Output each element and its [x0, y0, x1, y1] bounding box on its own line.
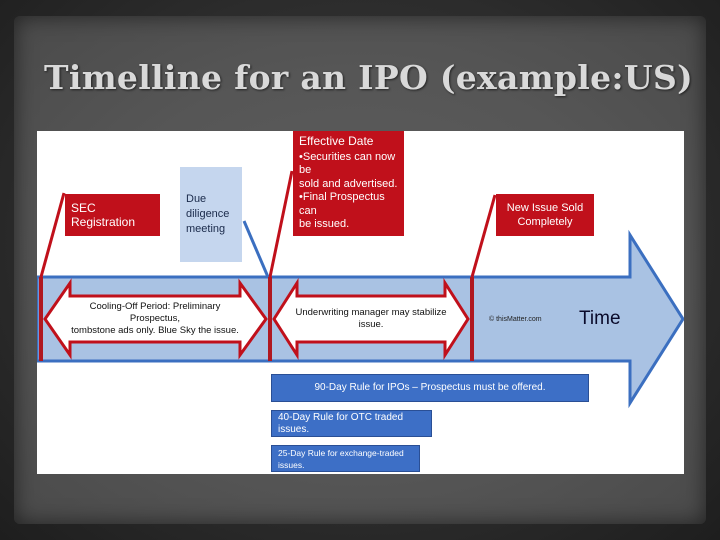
- rule-40-day-box: 40-Day Rule for OTC traded issues.: [271, 410, 432, 437]
- new-issue-sold-line-2: Completely: [517, 216, 573, 228]
- due-diligence-line-2: diligence: [186, 208, 230, 220]
- time-label-box: Time: [579, 305, 639, 333]
- sec-registration-label: SEC Registration: [71, 201, 136, 229]
- rule-90-day-label: 90-Day Rule for IPOs – Prospectus must b…: [314, 382, 546, 393]
- new-issue-sold-box: New Issue Sold Completely: [496, 194, 594, 236]
- due-diligence-line-3: meeting: [186, 223, 226, 235]
- cooling-off-arrow: [43, 278, 268, 360]
- rule-25-day-box: 25-Day Rule for exchange-traded issues.: [271, 445, 420, 472]
- cooling-off-line-2: tombstone ads only. Blue Sky the issue.: [71, 325, 239, 336]
- timeline-divider-right: [470, 277, 474, 361]
- slide-title: Timelline for an IPO (example:US): [44, 58, 694, 97]
- effective-date-box: Effective Date •Securities can now be so…: [293, 131, 404, 236]
- timeline-divider-left: [39, 277, 43, 361]
- diagram-panel: SEC Registration Due diligence meeting E…: [37, 131, 684, 474]
- effective-date-line-2: sold and advertised.: [299, 177, 398, 190]
- rule-40-day-label: 40-Day Rule for OTC traded issues.: [278, 411, 404, 435]
- effective-date-line-1: •Securities can now be: [299, 150, 396, 177]
- new-issue-pointer-line: [470, 194, 497, 278]
- new-issue-sold-line-1: New Issue Sold: [506, 202, 584, 214]
- underwriting-label: Underwriting manager may stabilize issue…: [295, 307, 447, 330]
- timeline-divider-mid: [268, 277, 272, 361]
- rule-25-day-label: 25-Day Rule for exchange-traded issues.: [278, 447, 404, 470]
- time-label: Time: [579, 308, 621, 329]
- effective-date-line-3: •Final Prospectus can: [299, 191, 385, 217]
- due-diligence-box: Due diligence meeting: [180, 167, 242, 262]
- underwriting-arrow: [272, 277, 470, 361]
- effective-date-pointer-line: [268, 170, 294, 278]
- cooling-off-text: Cooling-Off Period: Preliminary Prospect…: [70, 301, 240, 336]
- timeline-diagram: [37, 170, 684, 409]
- effective-date-heading: Effective Date: [299, 134, 374, 149]
- due-diligence-pointer-line: [242, 220, 270, 278]
- effective-date-line-4: be issued.: [299, 218, 350, 231]
- underwriting-text: Underwriting manager may stabilize issue…: [289, 302, 453, 336]
- copyright-label: © thisMatter.com: [489, 315, 542, 323]
- sec-pointer-line: [39, 192, 66, 278]
- rule-90-day-box: 90-Day Rule for IPOs – Prospectus must b…: [271, 374, 589, 402]
- sec-registration-box: SEC Registration: [65, 194, 160, 236]
- due-diligence-line-1: Due: [186, 193, 207, 205]
- cooling-off-line-1: Cooling-Off Period: Preliminary Prospect…: [89, 301, 221, 324]
- copyright-text: © thisMatter.com: [489, 311, 569, 327]
